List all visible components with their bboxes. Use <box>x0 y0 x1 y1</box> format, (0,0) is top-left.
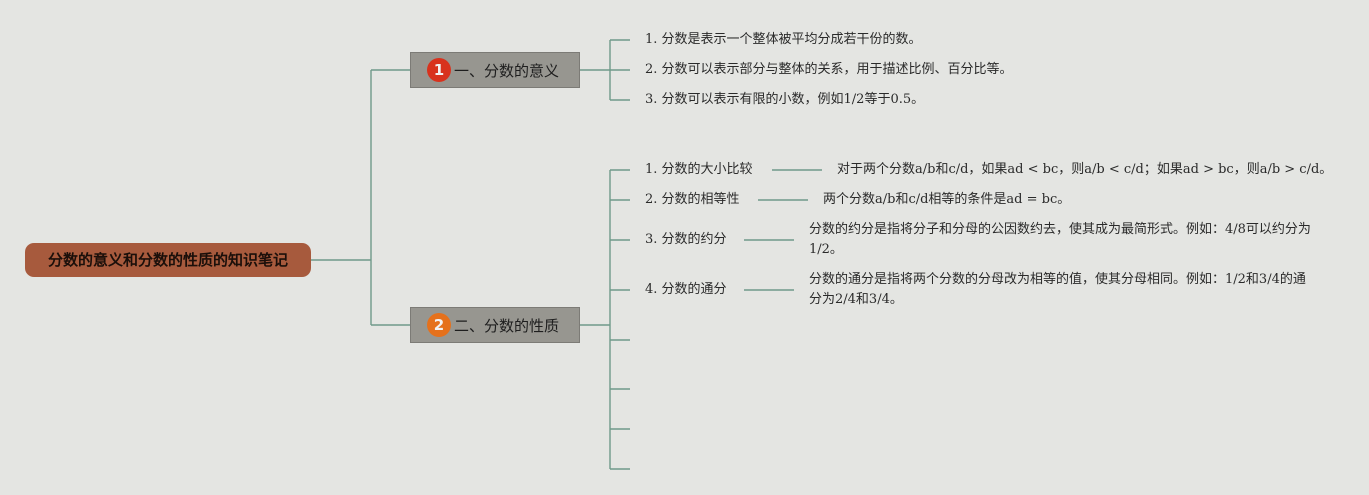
detail-common-denominator[interactable]: 分数的通分是指将两个分数的分母改为相等的值，使其分母相同。例如：1/2和3/4的… <box>809 272 1306 307</box>
leaf-meaning-3[interactable]: 3. 分数可以表示有限的小数，例如1/2等于0.5。 <box>645 92 925 107</box>
detail-compare[interactable]: 对于两个分数a/b和c/d，如果ad < bc，则a/b < c/d；如果ad … <box>837 162 1333 177</box>
branch-label: 一、分数的意义 <box>454 61 560 80</box>
branch-label: 二、分数的性质 <box>454 316 560 335</box>
root-topic[interactable]: 分数的意义和分数的性质的知识笔记 <box>25 243 311 277</box>
detail-equality[interactable]: 两个分数a/b和c/d相等的条件是ad = bc。 <box>823 192 1071 207</box>
leaf-meaning-2[interactable]: 2. 分数可以表示部分与整体的关系，用于描述比例、百分比等。 <box>645 62 1013 77</box>
number-badge-icon: 1 <box>427 58 451 82</box>
branch-properties[interactable]: 2 二、分数的性质 <box>410 307 580 343</box>
root-topic-label: 分数的意义和分数的性质的知识笔记 <box>47 251 288 269</box>
number-badge-icon: 2 <box>427 313 451 337</box>
detail-reduction[interactable]: 分数的约分是指将分子和分母的公因数约去，使其成为最简形式。例如：4/8可以约分为… <box>809 222 1311 257</box>
leaf-meaning-1[interactable]: 1. 分数是表示一个整体被平均分成若干份的数。 <box>645 32 922 47</box>
leaf-common-denominator[interactable]: 4. 分数的通分 <box>645 282 727 297</box>
branch-meaning[interactable]: 1 一、分数的意义 <box>410 52 580 88</box>
leaf-reduction[interactable]: 3. 分数的约分 <box>645 232 727 247</box>
leaf-equality[interactable]: 2. 分数的相等性 <box>645 192 740 207</box>
leaf-compare[interactable]: 1. 分数的大小比较 <box>645 162 753 177</box>
